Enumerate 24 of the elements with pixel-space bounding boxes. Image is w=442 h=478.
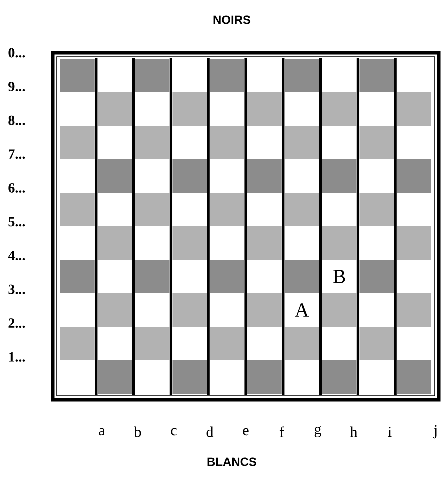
column-label: d bbox=[206, 426, 214, 438]
column-label: a bbox=[99, 428, 106, 436]
square-letter: B bbox=[328, 264, 350, 289]
side-label: BLANCS bbox=[208, 458, 257, 466]
row-label: 3... bbox=[8, 284, 26, 294]
column-label: j bbox=[433, 425, 437, 439]
row-label: 7... bbox=[9, 150, 26, 160]
square-letter: A bbox=[291, 298, 314, 322]
row-label: 8... bbox=[8, 116, 26, 126]
row-label: 6... bbox=[8, 183, 26, 193]
column-label: i bbox=[388, 427, 392, 437]
side-label: NOIRS bbox=[214, 16, 251, 24]
column-label: f bbox=[280, 426, 284, 438]
row-label: 1... bbox=[9, 352, 26, 362]
column-label: g bbox=[314, 426, 322, 438]
column-label: e bbox=[243, 428, 249, 436]
column-label: b bbox=[134, 426, 142, 438]
row-label: 9... bbox=[8, 82, 26, 92]
row-label: 4... bbox=[8, 251, 26, 260]
column-label: h bbox=[350, 426, 358, 438]
row-label: 5... bbox=[8, 217, 26, 227]
column-label: c bbox=[171, 428, 177, 436]
row-label: 2... bbox=[8, 318, 26, 328]
row-label: 0... bbox=[8, 48, 26, 58]
